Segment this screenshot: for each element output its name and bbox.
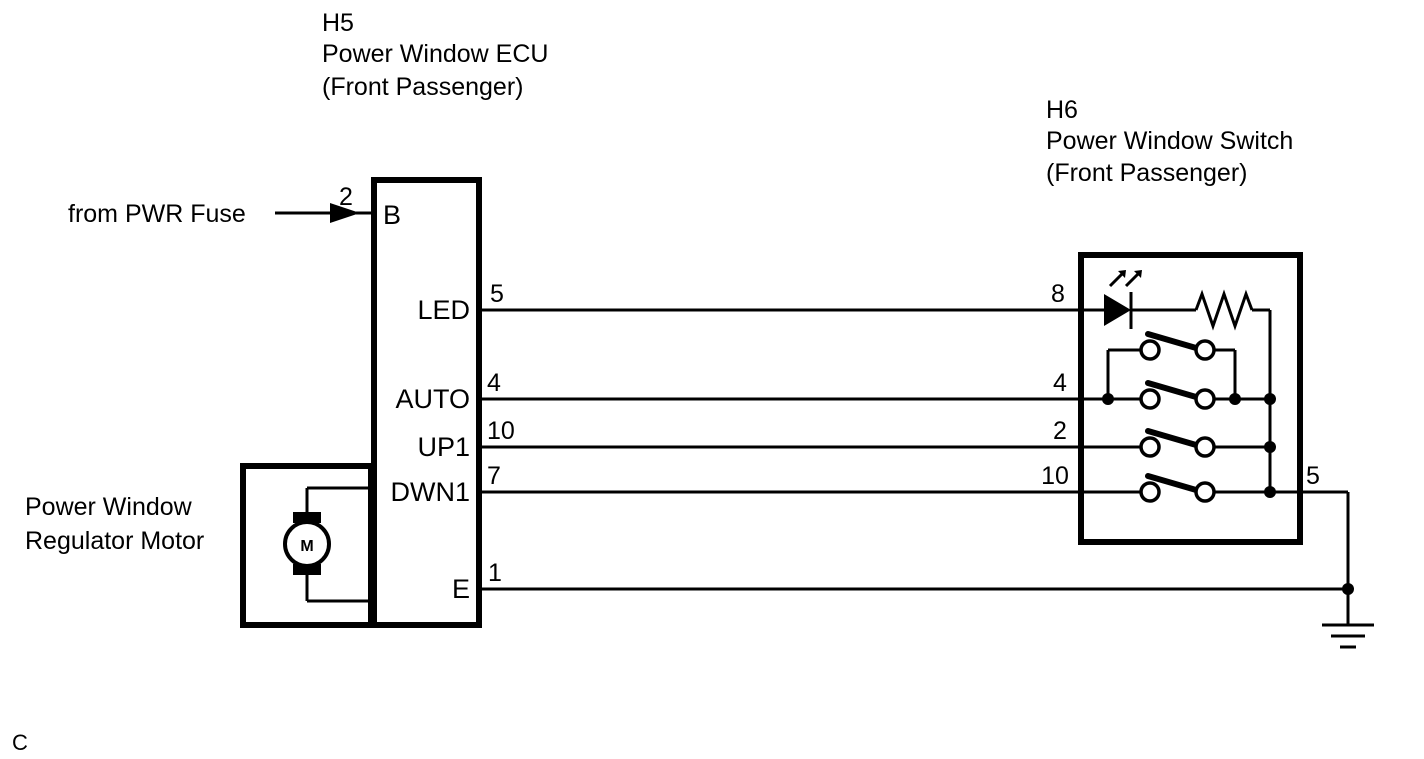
auto-contact [1081,380,1276,410]
ecu-pin-7: 7 [487,462,501,490]
auto-junction-dot-mid [1229,393,1241,405]
led-emission-arrows [1108,270,1142,288]
auto-upper-contact [1106,331,1237,399]
resistor-icon [1194,289,1254,331]
ground-junction-dot [1342,583,1354,595]
ecu-terminal-led: LED [417,295,470,325]
ecu-terminals: LED 5 AUTO 4 UP1 10 DWN1 7 E 1 [391,280,515,604]
up-contact-left [1139,436,1161,458]
ecu-pin-10: 10 [487,417,515,445]
motor-label-line2: Regulator Motor [25,527,204,555]
power-feed-arrowhead [330,203,360,223]
ecu-pin-1: 1 [488,559,502,587]
led-arrow-1-head [1118,270,1126,278]
switch-code: H6 [1046,96,1078,124]
harness-wires [479,308,1348,591]
motor-symbol-letter: M [300,538,313,555]
down-contact-left [1139,481,1161,503]
auto-blade [1145,380,1206,402]
power-feed: from PWR Fuse 2 B [68,183,401,230]
switch-pin-8: 8 [1051,280,1065,308]
ecu-terminal-dwn1: DWN1 [391,477,471,507]
auto-contact-right [1194,388,1216,410]
ecu-pin-2: 2 [339,183,353,211]
switch-pin-10: 10 [1041,462,1069,490]
ecu-name: Power Window ECU [322,40,548,68]
auto-junction-dot-left [1102,393,1114,405]
auto-contact-left [1139,388,1161,410]
motor-label-line1: Power Window [25,493,193,521]
switch-qualifier: (Front Passenger) [1046,159,1247,187]
chassis-ground-icon [1322,623,1374,649]
led-icon [1104,294,1131,326]
down-contact-right [1194,481,1216,503]
auto-upper-contact-right [1194,339,1216,361]
ecu-pin-4: 4 [487,369,501,397]
page-corner-label: C [12,730,28,755]
up-blade [1145,428,1206,450]
ecu-title-block: H5 Power Window ECU (Front Passenger) [322,9,548,101]
motor-label: Power Window Regulator Motor [25,493,204,555]
ecu-pin-5: 5 [490,280,504,308]
ecu-terminal-up1: UP1 [417,432,470,462]
auto-upper-blade [1145,331,1206,353]
ecu-box [371,177,482,628]
down-blade [1145,473,1206,495]
switch-pin-numbers: 8 4 2 10 5 [1041,280,1320,490]
switch-title-block: H6 Power Window Switch (Front Passenger) [1046,96,1293,187]
auto-upper-contact-left [1139,339,1161,361]
ecu-terminal-e: E [452,574,470,604]
down-contact [1081,473,1300,503]
ecu-terminal-auto: AUTO [395,384,470,414]
motor-circle [283,520,331,568]
motor-brush-top [293,512,321,523]
auto-junction-dot-bus [1264,393,1276,405]
up-junction-dot-bus [1264,441,1276,453]
led-arrow-2-head [1134,270,1142,278]
ecu-code: H5 [322,9,354,37]
up-contact [1081,428,1276,458]
down-junction-dot-bus [1264,486,1276,498]
ecu-qualifier: (Front Passenger) [322,73,523,101]
motor-symbol: M [283,486,374,603]
power-source-label: from PWR Fuse [68,200,246,228]
switch-ground-path [1300,490,1354,625]
switch-pin-4: 4 [1053,369,1067,397]
switch-name: Power Window Switch [1046,127,1293,155]
up-contact-right [1194,436,1216,458]
switch-pin-2: 2 [1053,417,1067,445]
led-branch [1081,270,1270,331]
switch-pin-5: 5 [1306,462,1320,490]
ecu-terminal-b: B [383,200,401,230]
motor-brush-bottom [293,564,321,575]
